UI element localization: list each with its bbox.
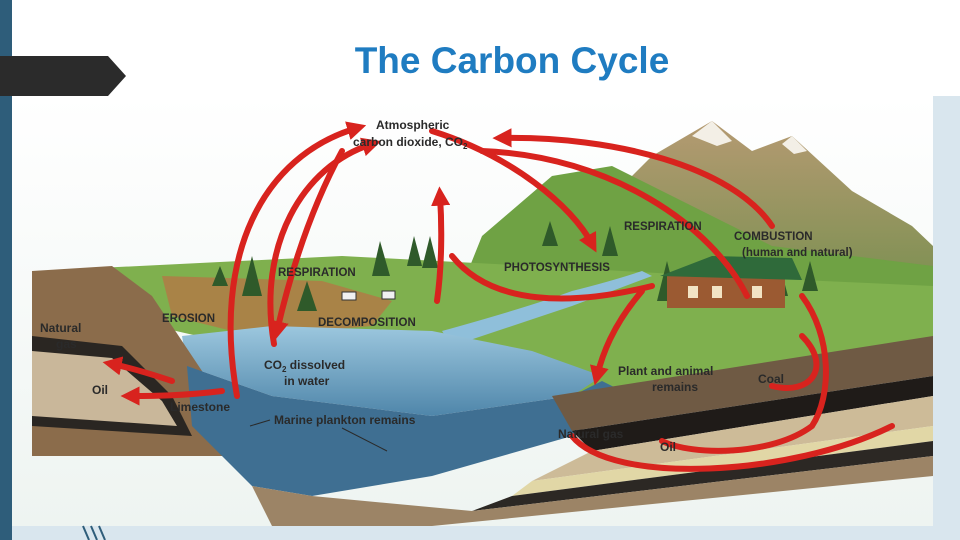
bottom-strata <box>252 456 933 526</box>
title-pointer-tab <box>0 56 126 96</box>
label-oil-bottom: Oil <box>660 440 676 454</box>
label-respiration-left: RESPIRATION <box>278 267 356 279</box>
right-strata-coal <box>572 376 933 451</box>
river <box>442 271 652 346</box>
label-erosion: EROSION <box>162 313 215 325</box>
slide-title: The Carbon Cycle <box>354 40 670 81</box>
label-natural-gas-left: Natural <box>40 321 81 335</box>
cycle-arrows <box>102 121 895 472</box>
label-carbon-dioxide: carbon dioxide, CO2 <box>353 135 468 151</box>
right-strata-tan <box>532 396 933 481</box>
left-accent-rail <box>0 0 12 540</box>
label-photosynthesis: PHOTOSYNTHESIS <box>504 262 610 274</box>
label-atmospheric: Atmospheric <box>376 118 450 132</box>
carbon-cycle-diagram: Atmospheric carbon dioxide, CO2 RESPIRAT… <box>12 96 933 526</box>
slash-decoration <box>82 525 106 540</box>
label-co2-dissolved: CO2 dissolved <box>264 358 345 374</box>
label-respiration-right: RESPIRATION <box>624 221 702 233</box>
cows <box>341 290 396 301</box>
mountain-snow <box>692 121 807 154</box>
leader-lines <box>249 419 388 452</box>
label-in-water: in water <box>284 374 330 388</box>
label-combustion: COMBUSTION <box>734 231 813 243</box>
label-natural-gas-bottom: Natural gas <box>558 427 624 441</box>
label-natural-gas-left-2: gas <box>56 337 77 351</box>
label-limestone: Limestone <box>170 400 230 414</box>
log-house <box>660 256 802 308</box>
label-marine-plankton: Marine plankton remains <box>274 413 416 427</box>
label-plant-animal: Plant and animal <box>618 364 713 378</box>
label-decomposition: DECOMPOSITION <box>318 317 416 329</box>
right-decor-band <box>933 96 960 540</box>
soil-patch <box>162 276 392 336</box>
seabed-section <box>187 366 632 496</box>
label-remains: remains <box>652 380 698 394</box>
bottom-decor-band <box>12 526 960 540</box>
right-strata-gas <box>512 426 933 496</box>
sea-water <box>182 326 602 416</box>
label-combustion-sub: (human and natural) <box>742 247 853 259</box>
left-strata-tan <box>32 351 177 426</box>
right-strata-oil <box>472 441 933 511</box>
label-coal: Coal <box>758 372 784 386</box>
label-oil-left: Oil <box>92 383 108 397</box>
right-strata-top <box>552 336 933 431</box>
